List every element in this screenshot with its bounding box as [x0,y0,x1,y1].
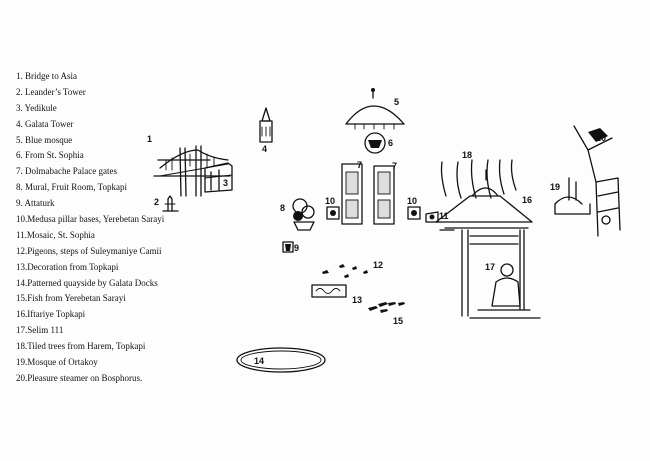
steamer-sketch [573,125,621,237]
sketch-label: 8 [280,203,285,213]
legend-item: 1. Bridge to Asia [16,71,77,81]
sketch-label: 7 [357,160,362,170]
topkapi-decoration-sketch [311,284,347,298]
sketch-label: 15 [393,316,403,326]
legend-item: 9. Attaturk [16,198,55,209]
sketch-label: 18 [462,150,472,160]
sketch-label: 3 [223,178,228,188]
galata-tower-sketch [259,107,273,143]
sketch-label: 16 [522,195,532,205]
sketch-label: 1 [147,134,152,144]
ataturk-sketch [282,241,294,253]
legend-item: 12.Pigeons, steps of Suleymaniye Camii [16,245,162,256]
legend-item: 15.Fish from Yerebetan Sarayi [16,293,126,304]
legend-item: 18.Tiled trees from Harem, Topkapi [16,341,146,352]
legend-item: 19.Mosque of Ortakoy [16,357,98,368]
leander-tower-sketch [162,195,179,212]
legend-item: 14.Patterned quayside by Galata Docks [16,277,158,288]
tiled-trees-sketch [440,159,517,199]
legend-item: 13.Decoration from Topkapi [16,261,119,272]
sketch-label: 7 [392,161,397,171]
sketch-label: 4 [262,144,267,154]
st-sophia-sketch [364,132,386,154]
sketch-label: 19 [550,182,560,192]
sketch-label: 11 [439,211,449,221]
yedikule-sketch [204,162,233,193]
legend-item: 3. Yedikule [16,102,57,113]
legend-item: 17.Selim 111 [16,325,64,336]
sketch-label: 14 [254,356,264,366]
legend-item: 4. Galata Tower [16,118,74,129]
sketch-label: 12 [373,260,383,270]
palace-gates-sketch [341,163,395,225]
fruit-mural-sketch [292,198,315,231]
legend-item: 20.Pleasure steamer on Bosphorus. [16,372,143,383]
iftariye-pavilion-sketch [435,169,541,319]
legend-item: 7. Dolmabache Palace gates [16,166,117,177]
legend-item: 2. Leander’s Tower [16,86,86,97]
legend-item: 10.Medusa pillar bases, Yerebetan Sarayi [16,214,165,225]
sketch-label: 10 [407,196,417,206]
sketch-label: 17 [485,262,495,272]
blue-mosque-sketch [345,88,405,130]
ortakoy-mosque-sketch [554,177,591,215]
pigeons-sketch [322,264,368,278]
legend-item: 11.Mosaic, St. Sophia [16,229,95,240]
fish-sketch [368,302,405,313]
quayside-sketch [236,347,326,373]
legend-item: 16.Iftariye Topkapi [16,309,86,320]
sketch-label: 6 [388,138,393,148]
medusa-bases-sketch [326,206,421,220]
sketch-label: 5 [394,97,399,107]
sketch-label: 10 [325,196,335,206]
legend-list: 1. Bridge to Asia 2. Leander’s Tower 3. … [16,69,206,387]
sketch-label: 9 [294,243,299,253]
legend-item: 5. Blue mosque [16,134,73,145]
mosaic-sketch [425,211,439,223]
legend-item: 6. From St. Sophia [16,150,84,161]
sketch-label: 13 [352,295,362,305]
sketch-label: 2 [154,197,159,207]
sketch-label: 20 [596,133,606,143]
legend-item: 8. Mural, Fruit Room, Topkapi [16,182,127,193]
